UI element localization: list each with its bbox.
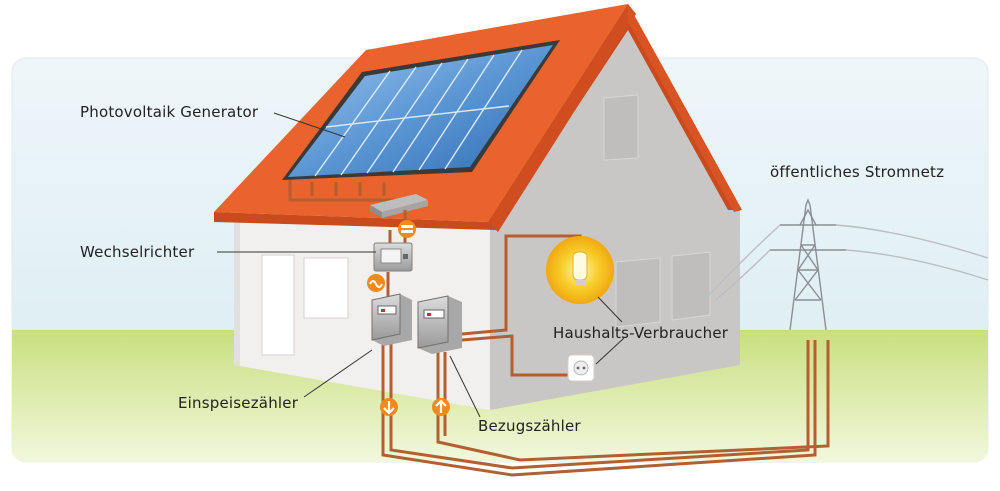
label-purchase-meter: Bezugszähler — [478, 417, 581, 435]
side-window-1 — [615, 257, 661, 328]
arrow-down-icon — [380, 398, 398, 416]
ac-wave-icon — [367, 274, 385, 292]
attic-window — [603, 94, 639, 161]
arrow-up-icon — [432, 398, 450, 416]
purchase-meter-icon — [417, 295, 462, 354]
house-front-wall — [234, 218, 490, 410]
junction-box — [370, 194, 428, 218]
front-window — [303, 257, 349, 319]
label-consumers: Haushalts-Verbraucher — [553, 324, 729, 342]
power-pylon-icon — [703, 198, 989, 331]
side-window-2 — [671, 251, 711, 321]
door — [261, 254, 295, 356]
label-inverter: Wechselrichter — [80, 243, 195, 261]
power-socket-icon — [567, 354, 595, 382]
dc-icon — [398, 220, 416, 238]
leader-lines — [217, 112, 625, 418]
solar-panel-icon — [282, 40, 560, 202]
light-bulb-icon — [546, 236, 614, 304]
label-feed-meter: Einspeisezähler — [178, 394, 299, 412]
label-pv-generator: Photovoltaik Generator — [80, 103, 259, 121]
inverter-icon — [373, 242, 413, 272]
label-grid: öffentliches Stromnetz — [770, 163, 945, 181]
feed-meter-icon — [371, 293, 412, 346]
